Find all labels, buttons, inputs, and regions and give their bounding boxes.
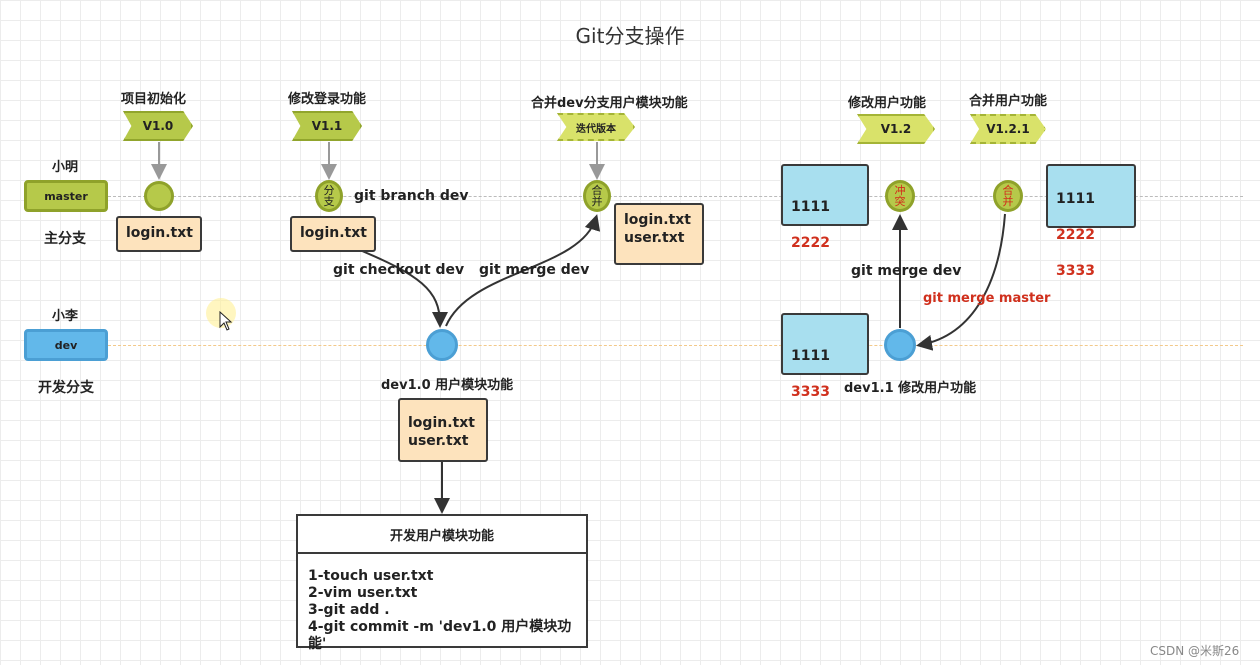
tag-v10-heading: 项目初始化 [121,92,187,107]
file-box-merged: login.txt user.txt [614,203,704,265]
master-branch-line [108,196,1243,197]
git-merge-dev-label: git merge dev [479,262,590,278]
task-box: 开发用户模块功能 1-touch user.txt 2-vim user.txt… [296,514,588,652]
tag-v12-heading: 修改用户功能 [848,96,927,111]
merge2-node: 合并 [993,180,1023,212]
dev11-label: dev1.1 修改用户功能 [844,381,977,396]
file-box-init: login.txt [116,216,202,252]
data-line-2: 2222 [791,235,830,251]
file-box-dev10: login.txt user.txt [398,398,488,462]
task-heading: 开发用户模块功能 [298,516,586,554]
data-line-1: 1111 [791,348,830,364]
mouse-cursor-icon [219,311,233,331]
git-merge-master-label: git merge master [923,291,1051,306]
conflict-node: 冲突 [885,180,915,212]
git-branch-dev-label: git branch dev [354,188,469,204]
master-caption: 主分支 [44,231,86,247]
git-checkout-dev-label: git checkout dev [333,262,465,278]
dev-branch-badge: dev [24,329,108,361]
data-line-1: 1111 [1056,191,1095,207]
tag-v10: V1.0 [123,111,193,141]
merge-dev-arrow [445,214,601,327]
task-step: 4-git commit -m 'dev1.0 用户模块功能' [308,619,572,652]
task-steps: 1-touch user.txt 2-vim user.txt 3-git ad… [298,554,586,653]
data-box-merged-v121: 1111 2222 3333 [1046,164,1136,279]
task-step: 2-vim user.txt [308,585,418,601]
tag-merge-version: 迭代版本 [557,113,635,141]
data-line-3: 3333 [1056,263,1095,279]
git-merge-dev-label-2: git merge dev [851,263,962,279]
master-owner-label: 小明 [52,160,79,175]
data-line-2: 2222 [1056,227,1095,243]
task-step: 1-touch user.txt [308,568,434,584]
merge-node: 合并 [583,180,611,212]
master-branch-badge: master [24,180,108,212]
tag-v121: V1.2.1 [970,114,1046,144]
tag-v121-heading: 合并用户功能 [969,94,1048,109]
master-commit-v10 [144,181,174,211]
diagram-title: Git分支操作 [575,24,685,48]
tag-merge-heading: 合并dev分支用户模块功能 [531,96,688,111]
dev-branch-line [108,345,1243,346]
data-box-dev11: 1111 3333 [781,313,869,400]
watermark: CSDN @米斯26 [1150,644,1240,658]
data-line-2: 3333 [791,384,830,400]
dev10-label: dev1.0 用户模块功能 [381,378,514,393]
dev-commit-dev11 [884,329,916,361]
data-box-master-v12: 1111 2222 [781,164,869,251]
task-step: 3-git add . [308,602,390,618]
dev-caption: 开发分支 [38,380,94,396]
tag-v11: V1.1 [292,111,362,141]
merge-master-arrow [916,213,1006,351]
tag-v11-heading: 修改登录功能 [288,92,367,107]
checkout-arrow [354,247,448,328]
tag-v12: V1.2 [857,114,935,144]
dev-owner-label: 小李 [52,309,79,324]
data-line-1: 1111 [791,199,830,215]
file-box-v11: login.txt [290,216,376,252]
dev-commit-dev10 [426,329,458,361]
branch-node: 分支 [315,180,343,212]
